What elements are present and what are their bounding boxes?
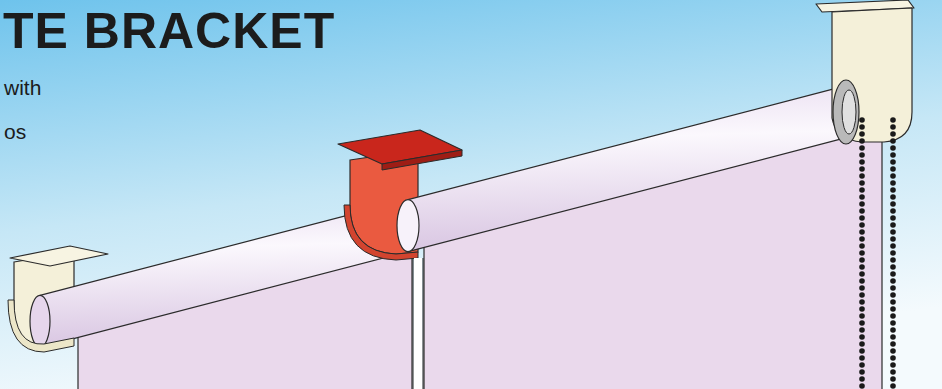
chain-bead xyxy=(859,369,865,375)
fabric-gap xyxy=(414,258,422,389)
chain-bead xyxy=(859,313,865,319)
chain-bead xyxy=(859,201,865,207)
chain-bead xyxy=(890,131,896,137)
chain-bead xyxy=(890,369,896,375)
chain-bead xyxy=(859,257,865,263)
chain-bead xyxy=(859,117,865,123)
chain-bead xyxy=(890,383,896,389)
chain-bead xyxy=(890,341,896,347)
chain-bead xyxy=(890,229,896,235)
chain-bead xyxy=(859,285,865,291)
chain-bead xyxy=(890,264,896,270)
chain-bead xyxy=(890,320,896,326)
roller-tube xyxy=(408,85,850,252)
chain-bead xyxy=(890,117,896,123)
bracket-flange-edge xyxy=(382,150,462,170)
chain-bead xyxy=(859,187,865,193)
chain-bead xyxy=(890,355,896,361)
chain-bead xyxy=(859,236,865,242)
chain-bead xyxy=(890,236,896,242)
chain-bead xyxy=(890,187,896,193)
chain-bead xyxy=(859,355,865,361)
fabric-edge xyxy=(413,258,414,389)
chain-bead xyxy=(890,257,896,263)
chain-bead xyxy=(859,250,865,256)
chain-bead xyxy=(890,159,896,165)
bead-chain xyxy=(859,117,896,389)
title: TE BRACKET xyxy=(3,2,335,60)
chain-bead xyxy=(859,292,865,298)
control-bracket xyxy=(832,8,912,142)
chain-bead xyxy=(859,229,865,235)
chain-bead xyxy=(890,278,896,284)
chain-bead xyxy=(859,271,865,277)
fabric-edge xyxy=(423,258,424,389)
chain-bead xyxy=(859,362,865,368)
chain-hub xyxy=(842,90,856,134)
bracket-lip xyxy=(344,205,418,260)
chain-bead xyxy=(890,299,896,305)
bracket-flange xyxy=(10,246,108,266)
chain-bead xyxy=(890,215,896,221)
chain-bead xyxy=(859,180,865,186)
chain-bead xyxy=(859,383,865,389)
chain-bead xyxy=(859,124,865,130)
chain-bead xyxy=(859,334,865,340)
chain-bead xyxy=(890,166,896,172)
chain-bead xyxy=(890,194,896,200)
chain-bead xyxy=(859,208,865,214)
bracket-lip xyxy=(8,300,74,352)
chain-bead xyxy=(859,166,865,172)
chain-bead xyxy=(890,208,896,214)
chain-bead xyxy=(859,306,865,312)
chain-bead xyxy=(890,327,896,333)
chain-bead xyxy=(890,250,896,256)
chain-bead xyxy=(859,222,865,228)
chain-wheel xyxy=(833,80,859,144)
chain-bead xyxy=(859,278,865,284)
chain-bead xyxy=(890,124,896,130)
chain-bead xyxy=(890,362,896,368)
chain-bead xyxy=(859,264,865,270)
chain-bead xyxy=(890,376,896,382)
chain-bead xyxy=(859,327,865,333)
chain-bead xyxy=(890,138,896,144)
chain-bead xyxy=(890,243,896,249)
chain-bead xyxy=(859,243,865,249)
chain-bead xyxy=(859,348,865,354)
chain-bead xyxy=(859,376,865,382)
chain-bead xyxy=(859,215,865,221)
chain-bead xyxy=(859,194,865,200)
chain-bead xyxy=(859,320,865,326)
chain-bead xyxy=(859,173,865,179)
subtitle-fragment: os xyxy=(4,120,26,144)
chain-bead xyxy=(890,173,896,179)
chain-bead xyxy=(890,201,896,207)
tube-end xyxy=(397,200,419,252)
chain-bead xyxy=(859,138,865,144)
chain-bead xyxy=(859,159,865,165)
chain-bead xyxy=(890,348,896,354)
chain-bead xyxy=(859,299,865,305)
chain-bead xyxy=(859,131,865,137)
chain-bead xyxy=(890,285,896,291)
chain-bead xyxy=(859,145,865,151)
chain-bead xyxy=(890,152,896,158)
chain-bead xyxy=(890,271,896,277)
chain-bead xyxy=(890,292,896,298)
chain-bead xyxy=(890,313,896,319)
chain-bead xyxy=(859,152,865,158)
chain-bead xyxy=(890,334,896,340)
tube-end xyxy=(30,295,50,347)
chain-bead xyxy=(890,180,896,186)
chain-bead xyxy=(859,341,865,347)
chain-bead xyxy=(890,222,896,228)
subtitle-fragment: with xyxy=(4,76,41,100)
chain-bead xyxy=(890,145,896,151)
chain-bead xyxy=(890,306,896,312)
